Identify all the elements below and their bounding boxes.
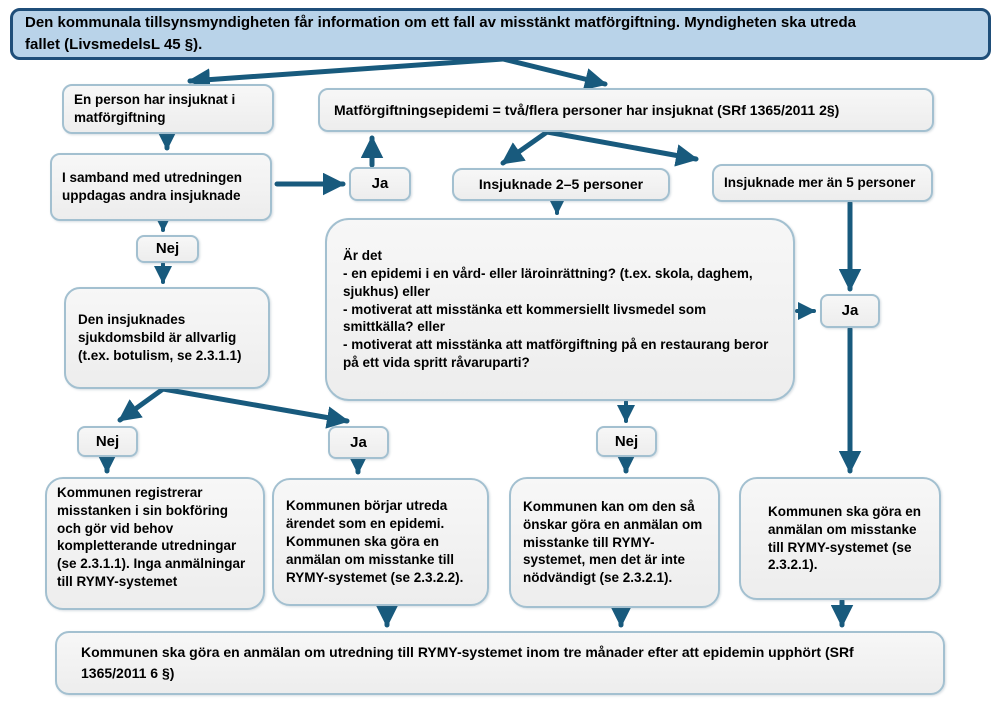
arrow-epidemic-to-sick25: [500, 129, 550, 166]
node-register-suspicion: Kommunen registrerar misstanken i sin bo…: [45, 477, 265, 610]
node-must-notify-suspicion: Kommunen ska göra en anmälan om misstank…: [739, 477, 941, 600]
node-epidemic-definition: Matförgiftningsepidemi = två/flera perso…: [318, 88, 934, 132]
node-ill-more-than-5: Insjuknade mer än 5 personer: [712, 164, 933, 202]
arrow-title-to-person: [187, 56, 506, 91]
node-ja-2: Ja: [820, 294, 880, 328]
node-one-person-ill: En person har insjuknat i matförgiftning: [62, 84, 274, 134]
node-nej-1: Nej: [136, 235, 199, 263]
arrow-sjukdomsbild-to-nej2: [117, 386, 166, 423]
node-ja-1: Ja: [349, 167, 411, 201]
arrow-epidemic-to-sick5plus: [544, 129, 699, 167]
node-final-report: Kommunen ska göra en anmälan om utrednin…: [55, 631, 945, 695]
arrow-sjukdomsbild-to-ja3: [160, 386, 350, 429]
node-nej-2: Nej: [77, 426, 138, 457]
node-optional-notification: Kommunen kan om den så önskar göra en an…: [509, 477, 720, 608]
node-ill-2-5-persons: Insjuknade 2–5 personer: [452, 168, 670, 201]
node-nej-3: Nej: [596, 426, 657, 457]
node-other-cases-found: I samband med utredningen uppdagas andra…: [50, 153, 272, 221]
node-is-it-question: Är det - en epidemi i en vård- eller lär…: [325, 218, 795, 401]
arrow-title-to-epidemic: [500, 56, 608, 91]
node-investigate-as-epidemic: Kommunen börjar utreda ärendet som en ep…: [272, 478, 489, 606]
node-severe-illness: Den insjuknades sjukdomsbild är allvarli…: [64, 287, 270, 389]
node-ja-3: Ja: [328, 426, 389, 459]
node-title: Den kommunala tillsynsmyndigheten får in…: [10, 8, 991, 60]
